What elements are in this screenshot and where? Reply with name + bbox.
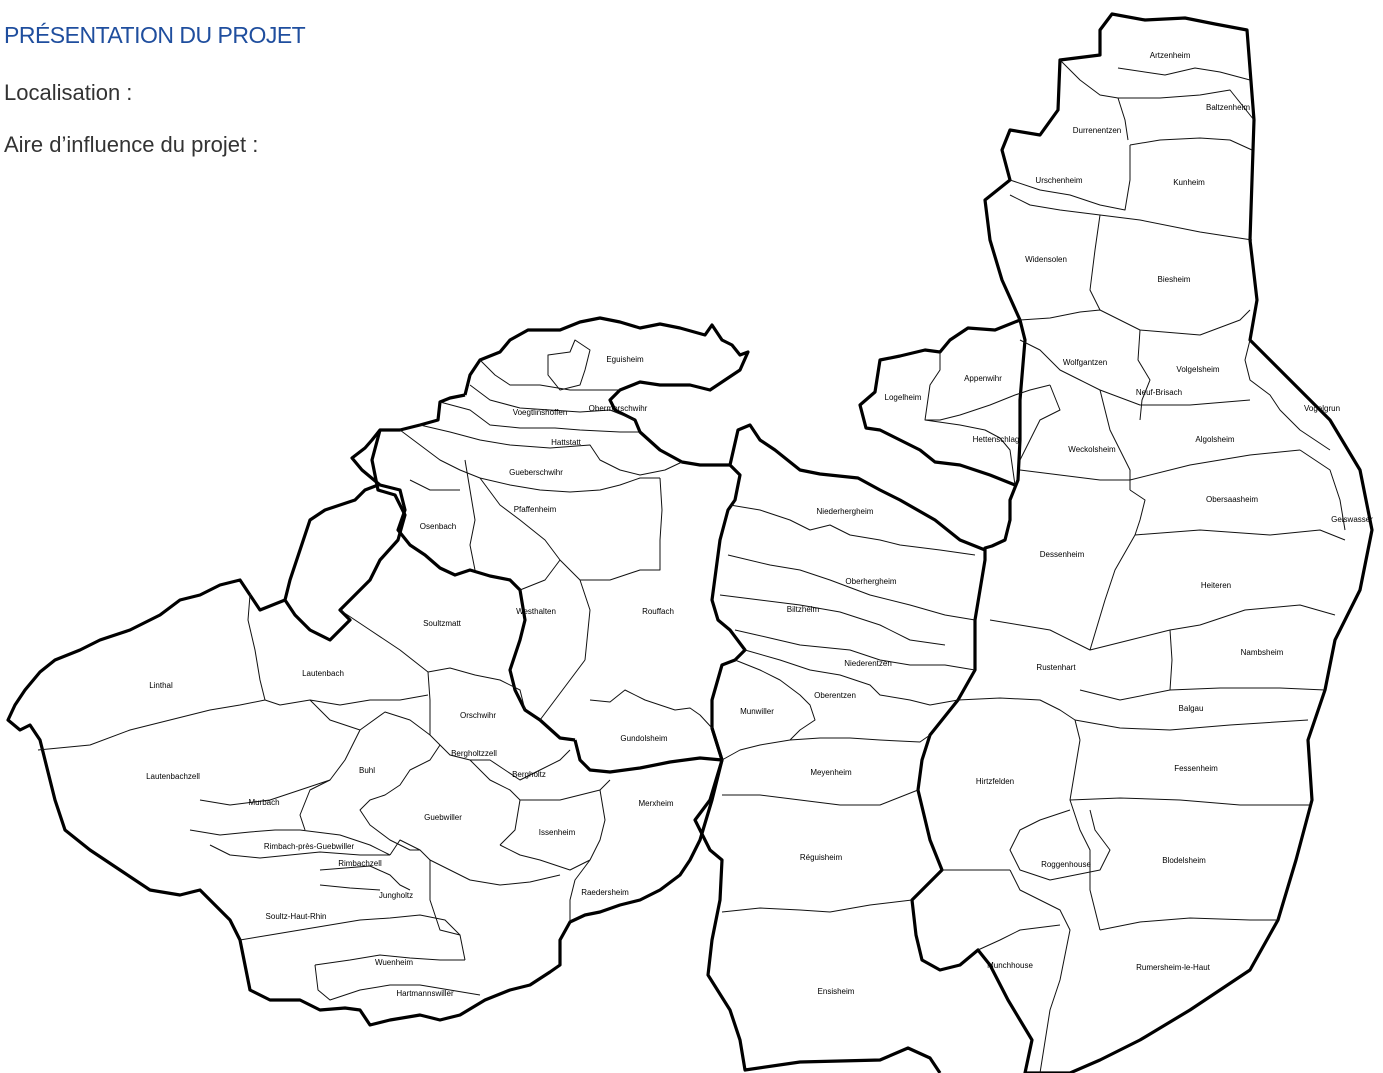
- label-soultz-haut-rhin: Soultz-Haut-Rhin: [266, 912, 327, 921]
- label-bergholtz: Bergholtz: [512, 770, 546, 779]
- label-hettenschlag: Hettenschlag: [973, 435, 1020, 444]
- label-fessenheim: Fessenheim: [1174, 764, 1218, 773]
- label-rustenhart: Rustenhart: [1036, 663, 1076, 672]
- label-murbach: Murbach: [248, 798, 279, 807]
- label-geiswasser: Geiswasser: [1331, 515, 1373, 524]
- label-niederhergheim: Niederhergheim: [817, 507, 874, 516]
- label-appenwihr: Appenwihr: [964, 374, 1002, 383]
- label-merxheim: Merxheim: [638, 799, 673, 808]
- label-wolfgantzen: Wolfgantzen: [1063, 358, 1107, 367]
- east-strip-outline: [910, 12, 1374, 1073]
- label-hirtzfelden: Hirtzfelden: [976, 777, 1014, 786]
- west-cluster-outline: [858, 318, 1021, 487]
- label-guebwiller: Guebwiller: [424, 813, 462, 822]
- influence-area-label: Aire d’influence du projet :: [4, 132, 259, 157]
- label-munwiller: Munwiller: [740, 707, 774, 716]
- label-soultzmatt: Soultzmatt: [423, 619, 462, 628]
- label-baltzenheim: Baltzenheim: [1206, 103, 1250, 112]
- label-oberhergheim: Oberhergheim: [845, 577, 896, 586]
- label-lautenbach: Lautenbach: [302, 669, 344, 678]
- gundolsheim-outline: [573, 739, 723, 774]
- label-rumersheim-le-haut: Rumersheim-le-Haut: [1136, 963, 1211, 972]
- label-dessenheim: Dessenheim: [1040, 550, 1085, 559]
- label-durrenentzen: Durrenentzen: [1073, 126, 1121, 135]
- label-jungholtz: Jungholtz: [379, 891, 413, 900]
- commune-labels: Artzenheim Baltzenheim Durrenentzen Kunh…: [146, 51, 1373, 998]
- label-pfaffenheim: Pfaffenheim: [514, 505, 557, 514]
- commune-boundaries: [37, 59, 1346, 1073]
- label-gundolsheim: Gundolsheim: [620, 734, 667, 743]
- label-algolsheim: Algolsheim: [1195, 435, 1234, 444]
- middle-band-outline: [693, 423, 986, 1073]
- label-obermorschwihr: Obermorschwihr: [589, 404, 648, 413]
- label-reguisheim: Réguisheim: [800, 853, 843, 862]
- label-nambsheim: Nambsheim: [1241, 648, 1284, 657]
- label-voegtlinshoffen: Voegtlinshoffen: [513, 408, 568, 417]
- label-biltzheim: Biltzheim: [787, 605, 820, 614]
- label-oberentzen: Oberentzen: [814, 691, 856, 700]
- label-issenheim: Issenheim: [539, 828, 576, 837]
- north-cluster-outline: [463, 316, 750, 467]
- label-lautenbachzell: Lautenbachzell: [146, 772, 200, 781]
- label-urschenheim: Urschenheim: [1035, 176, 1082, 185]
- label-meyenheim: Meyenheim: [810, 768, 852, 777]
- label-gueberschwihr: Gueberschwihr: [509, 468, 563, 477]
- westhalten-link: [248, 594, 286, 612]
- label-osenbach: Osenbach: [420, 522, 456, 531]
- label-volgelsheim: Volgelsheim: [1176, 365, 1219, 374]
- label-artzenheim: Artzenheim: [1150, 51, 1191, 60]
- label-raedersheim: Raedersheim: [581, 888, 629, 897]
- label-blodelsheim: Blodelsheim: [1162, 856, 1206, 865]
- label-orschwihr: Orschwihr: [460, 711, 496, 720]
- label-westhalten: Westhalten: [516, 607, 556, 616]
- label-balgau: Balgau: [1179, 704, 1204, 713]
- label-kunheim: Kunheim: [1173, 178, 1205, 187]
- label-rimbach-pres-guebwiller: Rimbach-près-Guebwiller: [264, 842, 355, 851]
- label-weckolsheim: Weckolsheim: [1068, 445, 1116, 454]
- label-obersaasheim: Obersaasheim: [1206, 495, 1258, 504]
- label-ensisheim: Ensisheim: [818, 987, 855, 996]
- label-rimbachzell: Rimbachzell: [338, 859, 382, 868]
- label-logelheim: Logelheim: [885, 393, 922, 402]
- localisation-label: Localisation :: [4, 80, 133, 105]
- label-hartmannswiller: Hartmannswiller: [396, 989, 454, 998]
- label-vogelgrun: Vogelgrun: [1304, 404, 1340, 413]
- gueberschwihr-outline: [350, 393, 576, 742]
- label-roggenhouse: Roggenhouse: [1041, 860, 1091, 869]
- label-munchhouse: Munchhouse: [987, 961, 1033, 970]
- southwest-outline: [6, 578, 724, 1027]
- label-bergholtzzell: Bergholtzzell: [451, 749, 497, 758]
- label-biesheim: Biesheim: [1158, 275, 1191, 284]
- group-boundaries: [6, 12, 1374, 1073]
- label-eguisheim: Eguisheim: [606, 355, 644, 364]
- label-buhl: Buhl: [359, 766, 375, 775]
- label-neuf-brisach: Neuf-Brisach: [1136, 388, 1182, 397]
- label-hattstatt: Hattstatt: [551, 438, 582, 447]
- soultzmatt-outline: [283, 429, 407, 642]
- label-heiteren: Heiteren: [1201, 581, 1231, 590]
- label-linthal: Linthal: [149, 681, 173, 690]
- label-niederentzen: Niederentzen: [844, 659, 892, 668]
- label-rouffach: Rouffach: [642, 607, 674, 616]
- label-widensolen: Widensolen: [1025, 255, 1067, 264]
- page-heading: PRÉSENTATION DU PROJET: [4, 22, 306, 48]
- label-wuenheim: Wuenheim: [375, 958, 413, 967]
